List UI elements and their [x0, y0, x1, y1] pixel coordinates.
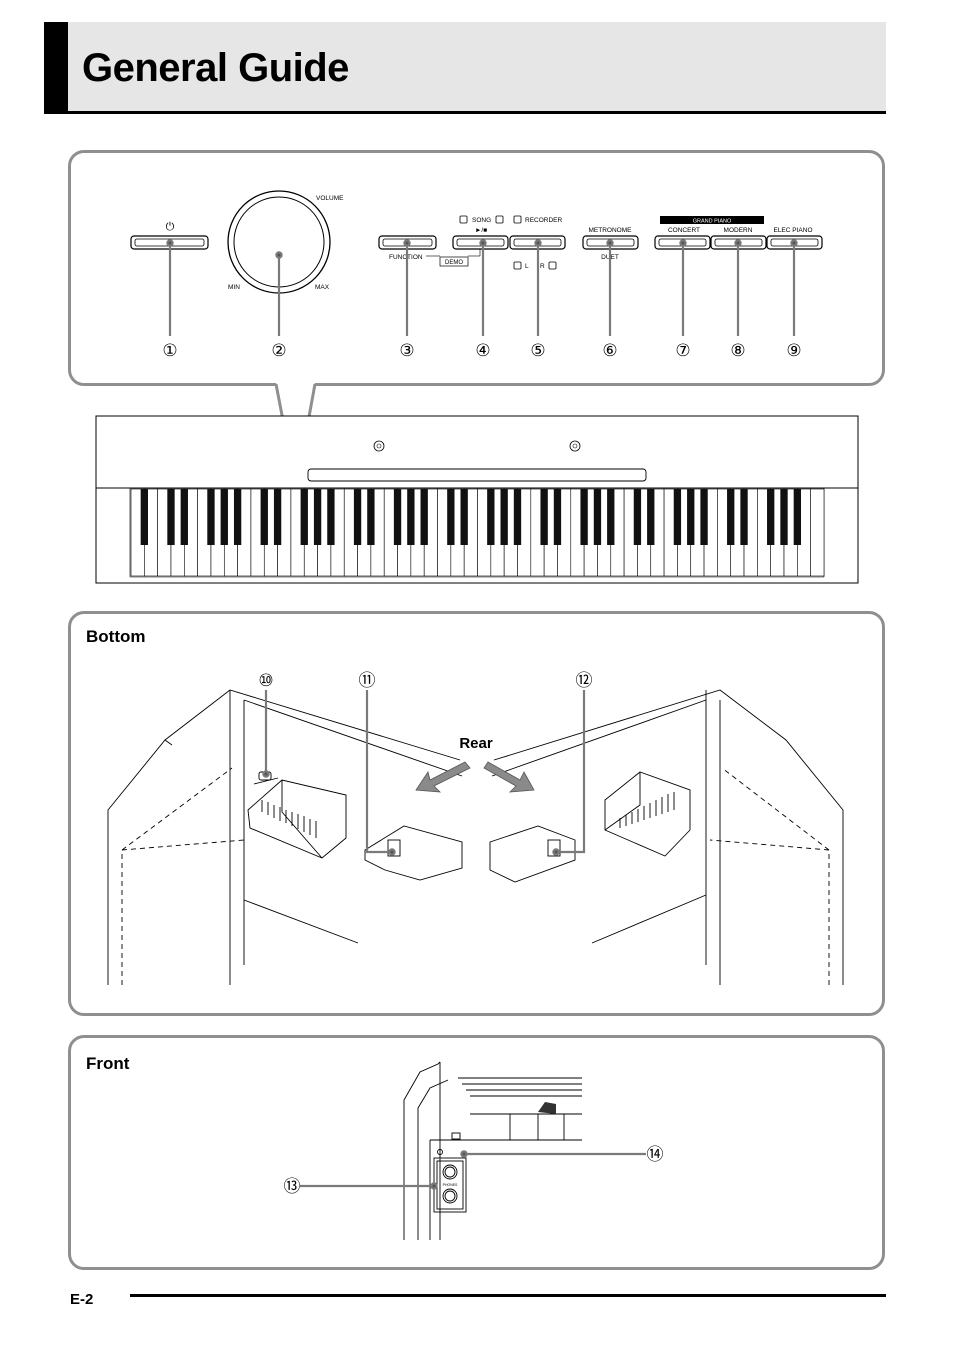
- front-callout-leaders: [300, 1150, 646, 1190]
- phones-label: PHONES: [443, 1183, 458, 1187]
- volume-max-label: MAX: [315, 284, 330, 291]
- control-callout-numbers: ① ② ③ ④ ⑤ ⑥ ⑦ ⑧ ⑨: [162, 341, 801, 360]
- recorder-label: RECORDER: [525, 217, 563, 224]
- black-key: [767, 489, 775, 545]
- pedal-icon: [538, 1102, 556, 1114]
- metronome-label: METRONOME: [589, 227, 633, 234]
- callout-6: ⑥: [602, 341, 617, 360]
- black-key: [780, 489, 788, 545]
- bottom-callout-leaders: [262, 690, 586, 856]
- callout-5: ⑤: [530, 341, 545, 360]
- song-indicator-lamp: [459, 215, 468, 224]
- demo-label: DEMO: [445, 260, 463, 266]
- piano-keyboard: [130, 488, 825, 577]
- black-key: [513, 489, 522, 545]
- power-icon: ⏻: [166, 221, 175, 233]
- black-key: [393, 489, 402, 545]
- callout-11: ⑪: [359, 671, 376, 690]
- rear-arrow-left-icon: [415, 761, 471, 793]
- black-key: [300, 489, 308, 545]
- front-view-drawing: [403, 1061, 582, 1240]
- control-panel-box: [68, 150, 885, 386]
- callout-10: ⑩: [258, 671, 273, 690]
- front-callout-numbers: ⑬ ⑭: [284, 1145, 664, 1196]
- front-view-box: [68, 1035, 885, 1270]
- grand-piano-bar: [660, 216, 764, 224]
- rear-arrow-right-icon: [483, 761, 535, 793]
- callout-7: ⑦: [675, 341, 690, 360]
- callout-14: ⑭: [647, 1145, 664, 1164]
- callout-12: ⑫: [576, 671, 593, 690]
- black-key: [700, 489, 708, 545]
- volume-knob[interactable]: [227, 190, 331, 294]
- black-key: [273, 489, 282, 545]
- black-key: [327, 489, 335, 545]
- rear-label: Rear: [459, 735, 493, 752]
- black-key: [740, 489, 748, 545]
- black-key: [313, 489, 322, 545]
- black-key: [180, 489, 188, 545]
- elec-piano-label: ELEC PIANO: [773, 227, 812, 234]
- black-key: [407, 489, 415, 545]
- white-key: [810, 488, 825, 577]
- black-key: [140, 489, 148, 545]
- control-callout-leaders: [166, 239, 798, 336]
- black-key: [367, 489, 375, 545]
- front-view-label: Front: [86, 1054, 130, 1073]
- grand-piano-label: GRAND PIANO: [693, 219, 732, 225]
- black-key: [500, 489, 508, 545]
- callout-8: ⑧: [730, 341, 745, 360]
- header-accent-bar: [44, 22, 68, 111]
- recorder-indicator-lamp: [513, 215, 522, 224]
- black-key: [260, 489, 268, 545]
- r-indicator-lamp: [548, 261, 557, 270]
- callout-4: ④: [475, 341, 490, 360]
- black-key: [207, 489, 215, 545]
- page-number: E-2: [70, 1291, 94, 1308]
- black-key: [633, 489, 642, 545]
- black-key: [687, 489, 695, 545]
- black-key: [487, 489, 495, 545]
- concert-label: CONCERT: [668, 227, 700, 234]
- black-key: [167, 489, 175, 545]
- black-key: [673, 489, 682, 545]
- black-key: [233, 489, 242, 545]
- callout-3: ③: [399, 341, 414, 360]
- black-key: [793, 489, 802, 545]
- black-key: [553, 489, 562, 545]
- callout-2: ②: [271, 341, 286, 360]
- black-key: [353, 489, 362, 545]
- bottom-view-label: Bottom: [86, 627, 146, 646]
- volume-label: VOLUME: [316, 195, 344, 202]
- l-label: L: [525, 263, 529, 270]
- demo-box: [439, 256, 469, 267]
- r-label: R: [540, 263, 545, 270]
- modern-label: MODERN: [724, 227, 753, 234]
- black-key: [420, 489, 428, 545]
- bottom-view-drawing: [107, 689, 844, 985]
- song-indicator-lamp-2: [495, 215, 504, 224]
- callout-1: ①: [162, 341, 177, 360]
- bottom-view-box: [68, 611, 885, 1016]
- callout-9: ⑨: [786, 341, 801, 360]
- play-stop-label: ►/■: [475, 227, 487, 234]
- footer-rule: [130, 1294, 886, 1297]
- bottom-callout-numbers: ⑩ ⑪ ⑫: [258, 671, 592, 690]
- black-key: [460, 489, 468, 545]
- song-label: SONG: [472, 217, 491, 224]
- black-key: [607, 489, 615, 545]
- l-indicator-lamp: [513, 261, 522, 270]
- black-key: [447, 489, 455, 545]
- callout-13: ⑬: [284, 1177, 301, 1196]
- page-header: General Guide: [44, 22, 886, 114]
- black-key: [220, 489, 228, 545]
- black-key: [647, 489, 655, 545]
- black-key: [593, 489, 602, 545]
- black-key: [580, 489, 588, 545]
- black-key: [727, 489, 735, 545]
- black-key: [540, 489, 548, 545]
- page-title: General Guide: [82, 46, 349, 90]
- volume-min-label: MIN: [228, 284, 240, 291]
